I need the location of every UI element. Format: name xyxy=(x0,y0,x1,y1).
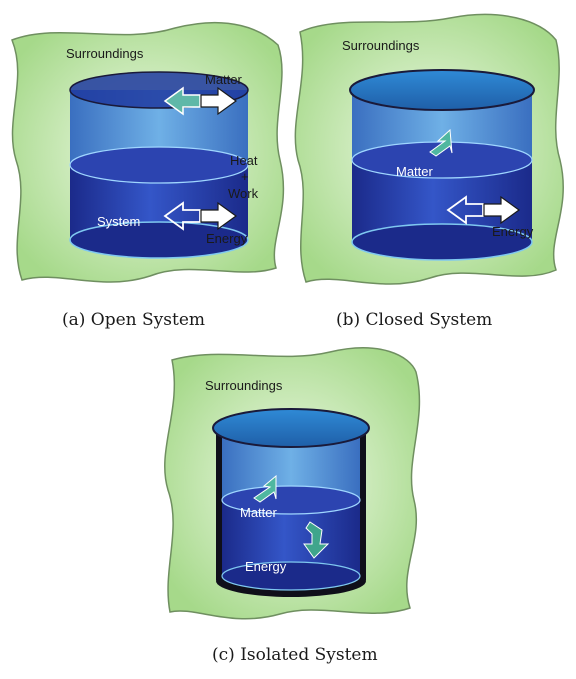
matter-internal-arrow xyxy=(253,474,277,503)
heat-label: Heat xyxy=(230,153,258,168)
isolated-lid xyxy=(212,408,370,448)
caption-closed-system: (b) Closed System xyxy=(336,310,492,330)
energy-exchange-arrow xyxy=(446,195,521,225)
isolated-container xyxy=(212,408,370,597)
matter-label: Matter xyxy=(396,164,434,179)
panel-isolated-system: Surroundings Matter Energy xyxy=(164,347,421,620)
closed-container xyxy=(349,69,535,261)
panel-closed-system: Surroundings Matter Energy xyxy=(294,13,564,285)
matter-label: Matter xyxy=(205,72,243,87)
energy-label: Energy xyxy=(492,224,534,239)
matter-label: Matter xyxy=(240,505,278,520)
matter-exchange-arrow xyxy=(163,86,238,116)
closed-lid xyxy=(349,69,535,111)
surroundings-label: Surroundings xyxy=(342,38,420,53)
caption-open-system: (a) Open System xyxy=(62,310,205,330)
work-label: Work xyxy=(228,186,259,201)
plus-label: + xyxy=(241,169,249,184)
panel-open-system: Surroundings Matter Heat + Work System E… xyxy=(11,21,285,283)
energy-label: Energy xyxy=(245,559,287,574)
surroundings-label: Surroundings xyxy=(205,378,283,393)
energy-internal-arrow xyxy=(303,521,330,559)
energy-label: Energy xyxy=(206,231,248,246)
surroundings-label: Surroundings xyxy=(66,46,144,61)
matter-internal-arrow xyxy=(429,128,453,157)
caption-isolated-system: (c) Isolated System xyxy=(212,645,378,665)
energy-exchange-arrow xyxy=(163,201,238,231)
system-label: System xyxy=(97,214,140,229)
